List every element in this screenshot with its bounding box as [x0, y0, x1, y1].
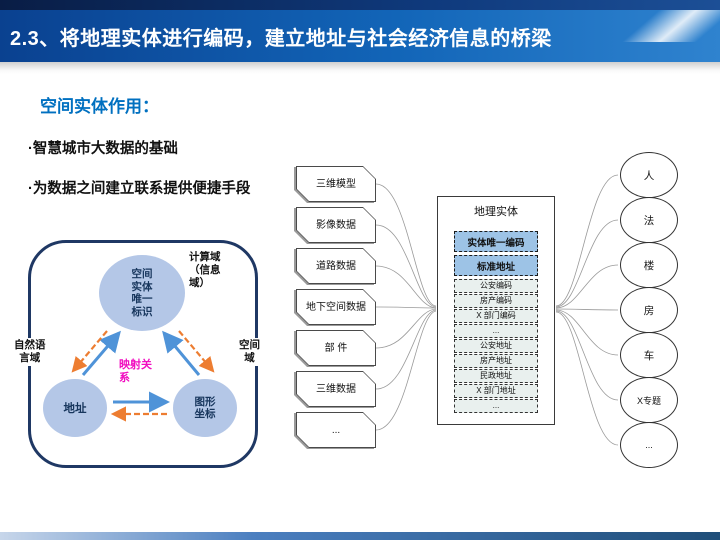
- entity-address-row: 公安地址: [454, 339, 538, 353]
- circle-spatial-entity-id: 空间 实体 唯一 标识: [99, 255, 185, 331]
- target-theme-circle: X专题: [620, 377, 678, 423]
- entity-address-row: 房产地址: [454, 354, 538, 368]
- mapping-arrows: [71, 330, 215, 422]
- target-theme-circle: 楼: [620, 242, 678, 288]
- title-bar-top-strip: [0, 0, 720, 10]
- entity-code-row: X 部门编码: [454, 309, 538, 323]
- entity-address-row: X 部门地址: [454, 384, 538, 398]
- target-theme-circle: 房: [620, 287, 678, 333]
- entity-address-row: 民政地址: [454, 369, 538, 383]
- title-bar: 2.3、将地理实体进行编码，建立地址与社会经济信息的桥梁: [0, 10, 720, 62]
- entity-code-row: ...: [454, 324, 538, 338]
- data-source-list: 三维模型 影像数据 道路数据 地下空间数据 部 件 三维数据 ...: [296, 166, 376, 453]
- entity-code-row: 房产编码: [454, 294, 538, 308]
- target-theme-circle: ...: [620, 422, 678, 468]
- data-source-label: 影像数据: [297, 208, 375, 242]
- target-theme-circle: 法: [620, 197, 678, 243]
- data-source-tag: 三维数据: [296, 371, 376, 407]
- entity-address-row: ...: [454, 399, 538, 413]
- entity-primary-rows: 实体唯一编码标准地址: [454, 231, 538, 276]
- section-heading: 空间实体作用：: [40, 97, 159, 116]
- data-source-tag: 地下空间数据: [296, 289, 376, 325]
- label-mapping-relation: 映射关 系: [119, 359, 152, 384]
- data-source-label: 三维数据: [297, 372, 375, 406]
- circle-graphic-coords: 图形 坐标: [173, 379, 237, 437]
- label-natural-language-domain: 自然语 言域: [12, 338, 48, 366]
- mapping-diagram: 空间 实体 唯一 标识 地址 图形 坐标 计算域 （信息 域） 映射关 系: [28, 240, 258, 468]
- entity-code-row: 公安编码: [454, 279, 538, 293]
- geo-entity-title: 地理实体: [474, 206, 518, 218]
- bullet-smart-city-basis: ·智慧城市大数据的基础: [28, 141, 178, 157]
- data-source-tag: ...: [296, 412, 376, 448]
- data-source-tag: 部 件: [296, 330, 376, 366]
- target-theme-circle: 车: [620, 332, 678, 378]
- entity-primary-row: 实体唯一编码: [454, 231, 538, 252]
- label-computing-domain: 计算域 （信息 域）: [189, 251, 221, 289]
- data-source-tag: 三维模型: [296, 166, 376, 202]
- title-bar-shadow: [0, 62, 720, 74]
- bullet-data-linking: ·为数据之间建立联系提供便捷手段: [28, 181, 251, 197]
- slide-title: 2.3、将地理实体进行编码，建立地址与社会经济信息的桥梁: [10, 27, 552, 50]
- entity-primary-row: 标准地址: [454, 255, 538, 276]
- circle-address: 地址: [43, 379, 107, 437]
- data-source-tag: 影像数据: [296, 207, 376, 243]
- data-source-label: ...: [297, 413, 375, 447]
- data-source-label: 道路数据: [297, 249, 375, 283]
- label-spatial-domain: 空间 域: [237, 338, 262, 366]
- data-source-label: 部 件: [297, 331, 375, 365]
- data-source-label: 地下空间数据: [297, 290, 375, 324]
- bottom-bar: [0, 532, 720, 540]
- target-theme-circle: 人: [620, 152, 678, 198]
- data-source-tag: 道路数据: [296, 248, 376, 284]
- data-source-label: 三维模型: [297, 167, 375, 201]
